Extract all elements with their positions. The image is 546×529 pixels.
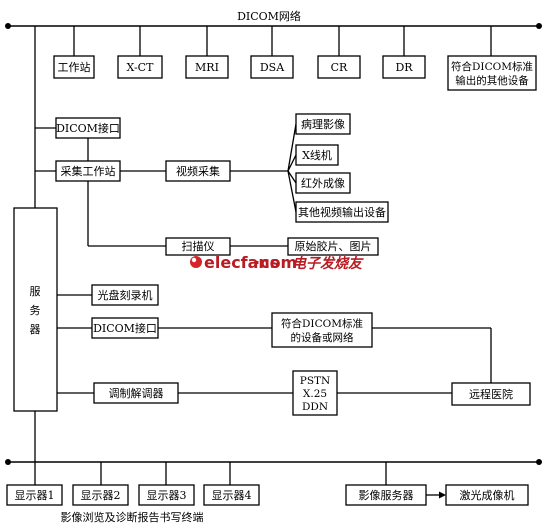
network-label: DICOM网络 bbox=[237, 9, 301, 23]
bottom-device-connectors bbox=[34, 462, 387, 485]
dicom-interface-1-label: DICOM接口 bbox=[56, 122, 120, 135]
remote-hospital: 远程医院 bbox=[451, 382, 531, 406]
server: 服 务 器 bbox=[13, 207, 58, 412]
device-other-dicom: 符合DICOM标准 输出的其他设备 bbox=[447, 55, 537, 91]
source-other-video-label: 其他视频输出设备 bbox=[298, 205, 386, 219]
watermark-cn: 电子发烧友 bbox=[292, 255, 364, 272]
pstn-link: PSTN X.25 DDN bbox=[292, 370, 338, 416]
image-server: 影像服务器 bbox=[345, 484, 427, 506]
device-x-ct-label: X-CT bbox=[127, 61, 155, 74]
bus-end-left bbox=[5, 23, 11, 29]
device-x-ct: X-CT bbox=[117, 55, 163, 79]
source-xray-label: X线机 bbox=[302, 148, 332, 162]
device-cr: CR bbox=[317, 55, 361, 79]
display-4: 显示器4 bbox=[203, 484, 260, 506]
remote-hospital-label: 远程医院 bbox=[469, 387, 513, 401]
display-1: 显示器1 bbox=[6, 484, 63, 506]
display-4-label: 显示器4 bbox=[212, 489, 252, 502]
display-caption: 影像浏览及诊断报告书写终端 bbox=[61, 510, 204, 524]
laser-imager-label: 激光成像机 bbox=[460, 488, 515, 502]
server-to-laser-arrow bbox=[426, 491, 446, 499]
device-other-dicom-line1: 符合DICOM标准 bbox=[451, 60, 533, 73]
device-workstation: 工作站 bbox=[53, 55, 95, 79]
dicom-device-line1: 符合DICOM标准 bbox=[281, 317, 363, 330]
watermark-site: elecfans bbox=[204, 253, 279, 272]
capture-workstation-label: 采集工作站 bbox=[61, 164, 116, 178]
top-device-connectors bbox=[73, 26, 492, 56]
device-cr-label: CR bbox=[331, 61, 348, 74]
modem: 调制解调器 bbox=[93, 382, 179, 404]
dicom-interface-2-label: DICOM接口 bbox=[93, 322, 157, 335]
device-dr: DR bbox=[382, 55, 426, 79]
source-pathology: 病理影像 bbox=[295, 113, 351, 135]
video-capture: 视频采集 bbox=[165, 160, 231, 182]
display-3: 显示器3 bbox=[138, 484, 195, 506]
device-dsa-label: DSA bbox=[260, 61, 285, 74]
display-3-label: 显示器3 bbox=[147, 489, 187, 502]
dicom-interface-2: DICOM接口 bbox=[91, 317, 159, 339]
pstn-line1: PSTN bbox=[300, 375, 330, 387]
display-2: 显示器2 bbox=[72, 484, 129, 506]
scanner-source: 原始胶片、图片 bbox=[287, 237, 379, 256]
image-server-label: 影像服务器 bbox=[359, 489, 414, 502]
laser-imager: 激光成像机 bbox=[445, 484, 529, 506]
scanner-source-label: 原始胶片、图片 bbox=[295, 239, 372, 253]
bus-end-right bbox=[536, 23, 542, 29]
watermark-logo-icon bbox=[190, 256, 202, 268]
scanner-label: 扫描仪 bbox=[182, 239, 215, 253]
server-char-3: 器 bbox=[30, 323, 41, 336]
watermark-domain: ·com bbox=[254, 253, 297, 272]
device-mri: MRI bbox=[185, 55, 229, 79]
device-mri-label: MRI bbox=[195, 61, 219, 74]
bottom-bus-end-right bbox=[536, 459, 542, 465]
modem-label: 调制解调器 bbox=[109, 386, 164, 400]
dicom-device-network: 符合DICOM标准 的设备或网络 bbox=[271, 312, 373, 348]
capture-workstation: 采集工作站 bbox=[55, 160, 121, 182]
source-infrared: 红外成像 bbox=[295, 172, 351, 194]
device-other-dicom-line2: 输出的其他设备 bbox=[455, 74, 529, 87]
elecfans-watermark: elecfans ·com 电子发烧友 bbox=[190, 253, 364, 272]
device-dr-label: DR bbox=[395, 61, 413, 74]
source-other-video: 其他视频输出设备 bbox=[295, 201, 389, 223]
bottom-bus-end-left bbox=[5, 459, 11, 465]
video-source-connectors bbox=[230, 123, 297, 213]
source-xray: X线机 bbox=[295, 144, 339, 166]
display-2-label: 显示器2 bbox=[81, 489, 121, 502]
video-capture-label: 视频采集 bbox=[176, 164, 220, 178]
dicom-device-line2: 的设备或网络 bbox=[291, 331, 354, 344]
cd-burner-label: 光盘刻录机 bbox=[98, 288, 153, 302]
pstn-line2: X.25 bbox=[303, 388, 327, 400]
pstn-line3: DDN bbox=[302, 401, 328, 413]
display-1-label: 显示器1 bbox=[15, 489, 55, 502]
source-pathology-label: 病理影像 bbox=[301, 117, 345, 131]
device-dsa: DSA bbox=[250, 55, 294, 79]
cd-burner: 光盘刻录机 bbox=[91, 284, 159, 306]
dicom-interface-1: DICOM接口 bbox=[55, 117, 121, 139]
server-char-2: 务 bbox=[30, 304, 41, 317]
source-infrared-label: 红外成像 bbox=[301, 177, 345, 190]
server-char-1: 服 bbox=[30, 285, 41, 298]
device-workstation-label: 工作站 bbox=[58, 60, 91, 74]
